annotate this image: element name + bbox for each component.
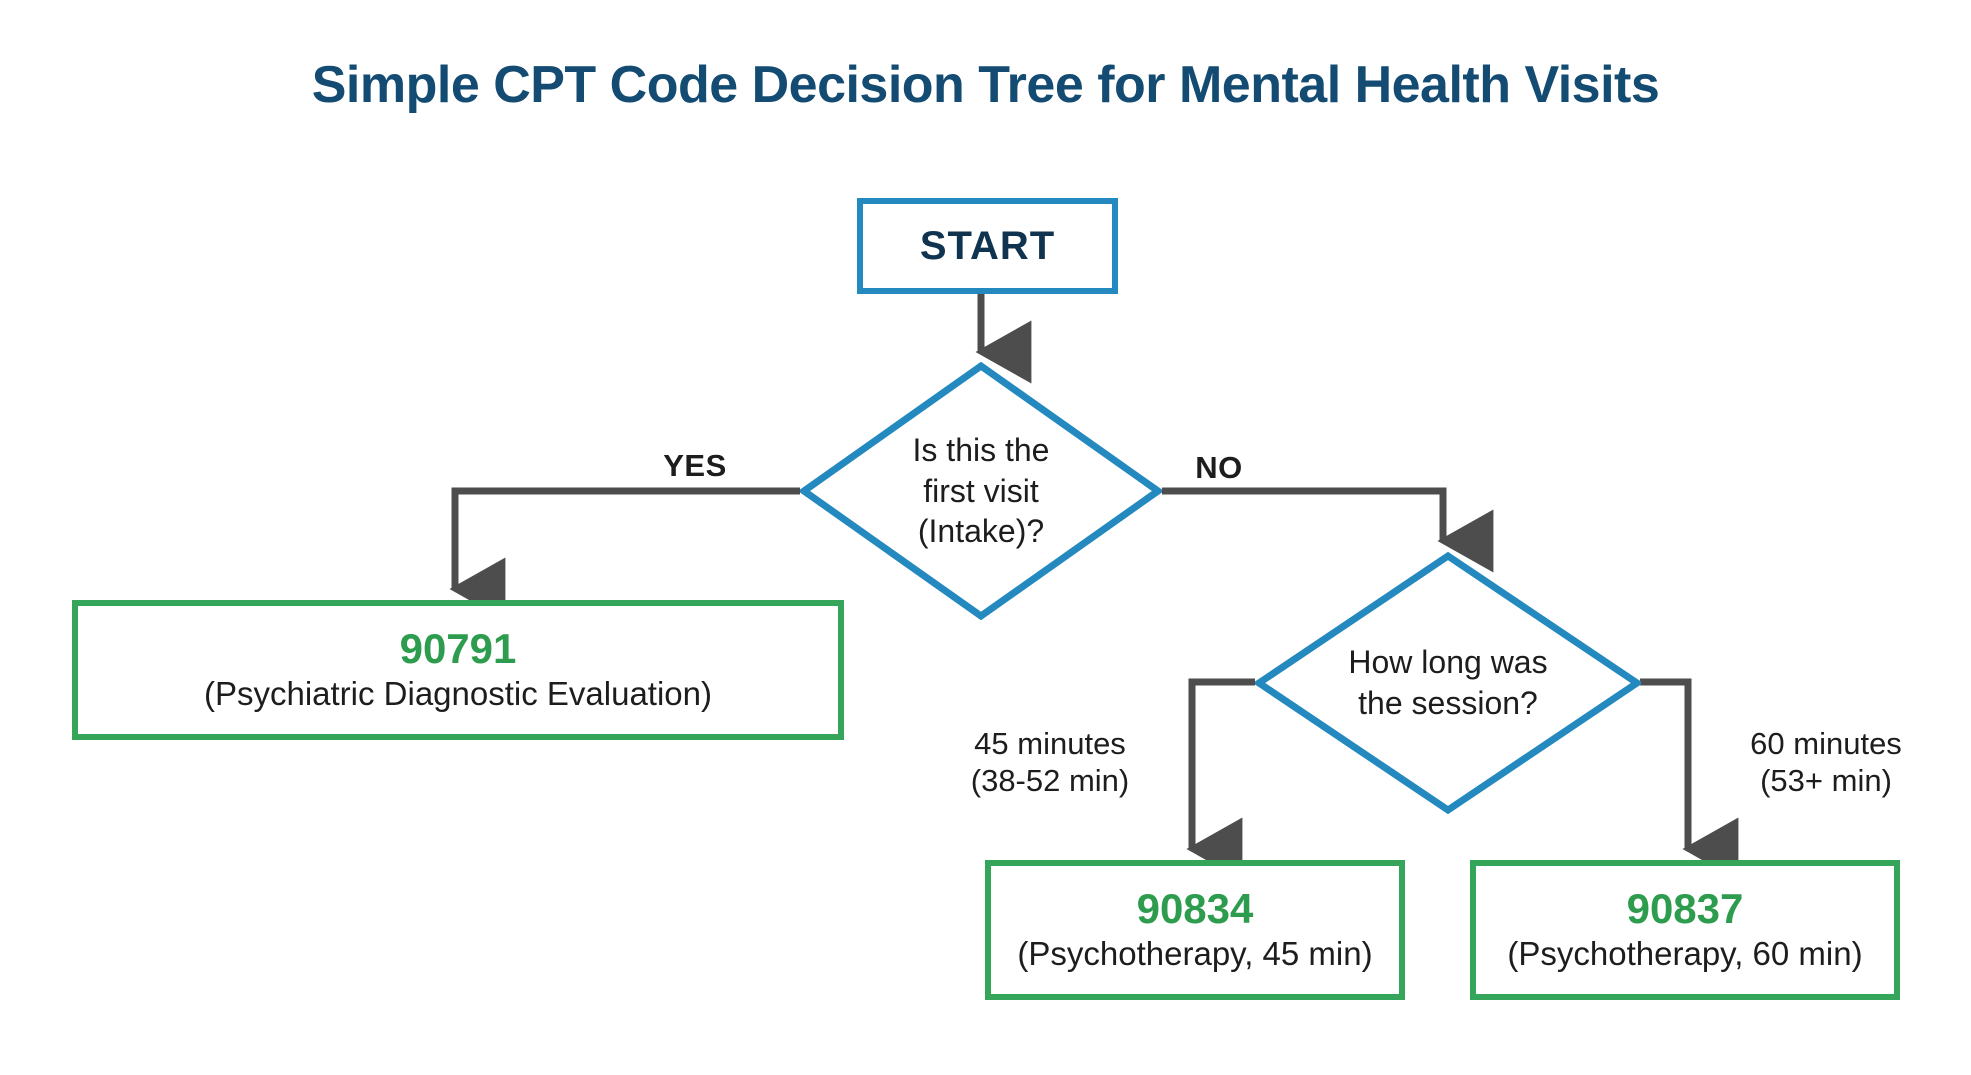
node-question-first-visit[interactable]: Is this the first visit (Intake)? — [800, 362, 1162, 620]
code-90837-number: 90837 — [1626, 884, 1744, 932]
node-question-session-length[interactable]: How long was the session? — [1255, 552, 1641, 814]
code-90791-number: 90791 — [399, 624, 517, 672]
node-code-90791[interactable]: 90791 (Psychiatric Diagnostic Evaluation… — [72, 600, 844, 740]
edge-label-45-minutes: 45 minutes (38-52 min) — [930, 725, 1170, 799]
edge-question1-yes-to-90791 — [449, 487, 800, 621]
edge-label-60-line1: 60 minutes — [1750, 726, 1902, 761]
node-code-90834[interactable]: 90834 (Psychotherapy, 45 min) — [985, 860, 1405, 1000]
code-90837-description: (Psychotherapy, 60 min) — [1507, 935, 1863, 973]
code-90791-description: (Psychiatric Diagnostic Evaluation) — [203, 675, 713, 713]
code-90834-description: (Psychotherapy, 45 min) — [1017, 935, 1373, 973]
node-start-label: START — [919, 223, 1056, 268]
diamond-shape — [800, 362, 1162, 620]
edge-label-no: NO — [1195, 450, 1243, 485]
edge-question2-45min-to-90834 — [1186, 678, 1255, 881]
diamond-shape — [1255, 552, 1641, 814]
edge-label-yes: YES — [663, 448, 727, 483]
edge-label-60-minutes: 60 minutes (53+ min) — [1706, 725, 1946, 799]
edge-question1-no-to-question2 — [1162, 487, 1494, 573]
node-start[interactable]: START — [857, 198, 1118, 294]
node-code-90837[interactable]: 90837 (Psychotherapy, 60 min) — [1470, 860, 1900, 1000]
edge-label-45-line2: (38-52 min) — [970, 763, 1130, 799]
code-90834-number: 90834 — [1136, 884, 1254, 932]
edge-question2-60min-to-90837 — [1640, 678, 1739, 881]
edge-label-60-line2: (53+ min) — [1760, 763, 1892, 799]
page-title: Simple CPT Code Decision Tree for Mental… — [311, 56, 1660, 114]
edge-label-45-line1: 45 minutes — [974, 726, 1126, 761]
